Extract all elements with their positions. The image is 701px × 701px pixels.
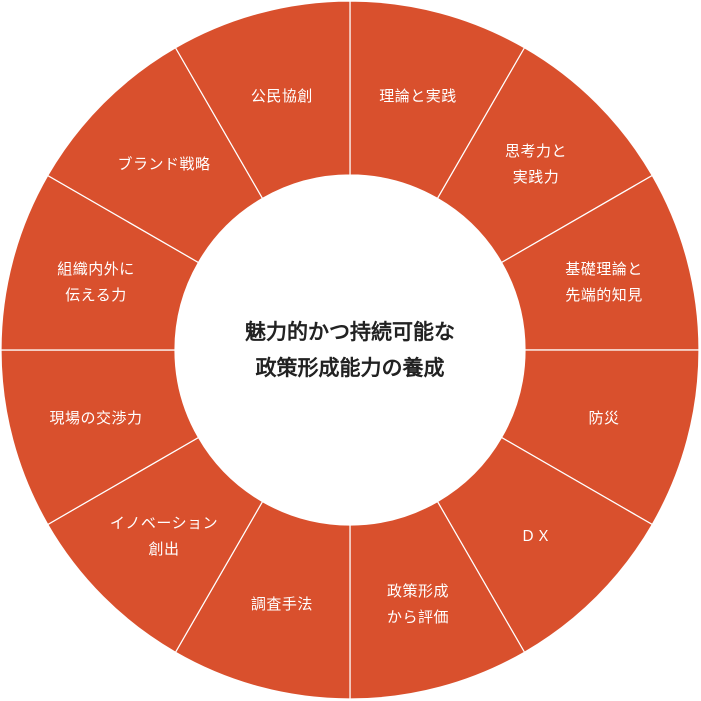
segment-label-line: ＤＸ [520, 526, 552, 545]
segment-label-line: 防災 [588, 409, 620, 428]
segment-label: 政策形成から評価 [387, 578, 449, 630]
segment-label-line: 調査手法 [250, 595, 313, 614]
segment-label-line: 伝える力 [65, 285, 127, 304]
segment-label-line: 公民協創 [250, 86, 313, 105]
segment-label: ブランド戦略 [118, 151, 211, 177]
segment-label: 理論と実践 [379, 83, 457, 109]
segment-label-line: から評価 [387, 608, 450, 627]
segment-label-line: 創出 [148, 539, 180, 558]
segment-label: イノベーション創出 [110, 510, 218, 562]
segment-label-line: 組織内外に [57, 259, 135, 278]
segment-label-line: ブランド戦略 [117, 155, 211, 174]
segment-label-line: イノベーション [109, 513, 219, 532]
center-circle [175, 175, 525, 525]
segment-label: 思考力と実践力 [505, 138, 567, 190]
segment-label: ＤＸ [520, 523, 551, 549]
segment-label-line: 政策形成 [387, 582, 450, 601]
center-title-line: 政策形成能力の養成 [255, 355, 445, 380]
segment-label: 公民協創 [251, 83, 313, 109]
center-title: 魅力的かつ持続可能な 政策形成能力の養成 [245, 314, 455, 386]
segment-label: 現場の交渉力 [49, 405, 142, 431]
segment-label-line: 現場の交渉力 [49, 409, 143, 428]
segment-label: 防災 [589, 405, 620, 431]
center-title-line: 魅力的かつ持続可能な [245, 319, 455, 344]
segment-label-line: 思考力と [504, 142, 567, 161]
segment-label-line: 実践力 [512, 168, 560, 187]
segment-label: 調査手法 [251, 591, 313, 617]
segment-label: 基礎理論と先端的知見 [565, 256, 643, 308]
segment-label-line: 理論と実践 [379, 86, 457, 105]
segment-label-line: 先端的知見 [565, 285, 643, 304]
segment-label-line: 基礎理論と [565, 259, 643, 278]
segment-label: 組織内外に伝える力 [57, 256, 135, 308]
